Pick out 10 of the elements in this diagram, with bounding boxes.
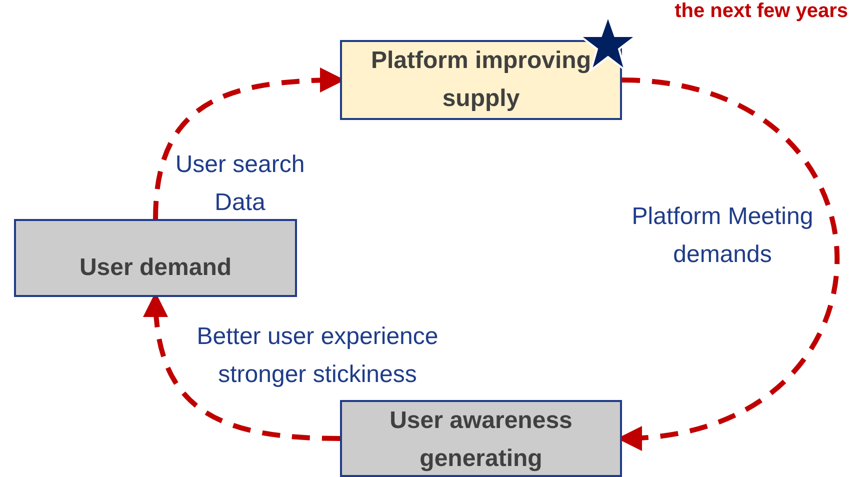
process-box (14, 219, 297, 297)
box-label: User demand (78, 253, 233, 283)
note-text: the next few years (674, 0, 848, 22)
process-box (340, 400, 622, 477)
box-label: Platform improving supply (370, 46, 592, 114)
edge-label: Platform Meeting demands (630, 202, 814, 270)
edge-label: User search Data (174, 150, 306, 218)
box-label: User awareness generating (388, 406, 574, 474)
edge-label: Better user experience stronger stickiness (196, 322, 440, 390)
process-box (340, 40, 622, 120)
